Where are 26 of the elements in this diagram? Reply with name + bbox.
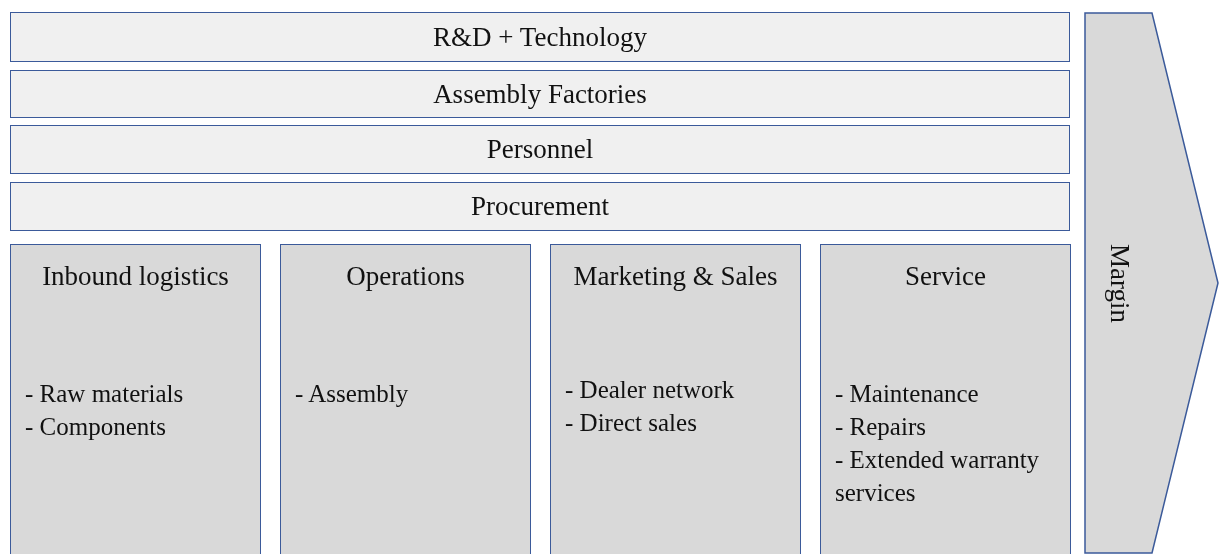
activity-bar (10, 182, 1070, 231)
list-item: - Direct sales (565, 408, 698, 438)
margin-chevron (1084, 12, 1219, 554)
activity-title: Assembly Factories (433, 78, 647, 110)
activity-title: Service (904, 260, 987, 293)
list-item: - Assembly (295, 379, 410, 409)
activity-column (10, 244, 261, 554)
list-item: - Repairs (835, 412, 927, 442)
list-item: - Raw materials (25, 379, 185, 409)
activity-column (820, 244, 1071, 554)
activity-title: Operations (345, 260, 466, 293)
activity-column (550, 244, 801, 554)
activity-title: R&D + Technology (433, 21, 647, 53)
activity-title: Procurement (471, 191, 609, 222)
activity-bar (10, 12, 1070, 62)
list-item: - Dealer network (565, 375, 736, 405)
activity-title: Inbound logistics (41, 260, 230, 293)
activity-title: Personnel (486, 134, 594, 165)
list-item: - Maintenance (835, 379, 980, 409)
list-item: - Components (25, 412, 167, 442)
activity-title: Marketing & Sales (572, 260, 779, 293)
activity-bar (10, 70, 1070, 118)
activity-bar (10, 125, 1070, 174)
margin-label: Margin (1103, 243, 1135, 323)
activity-column (280, 244, 531, 554)
list-item: - Extended warranty services (835, 445, 1041, 508)
